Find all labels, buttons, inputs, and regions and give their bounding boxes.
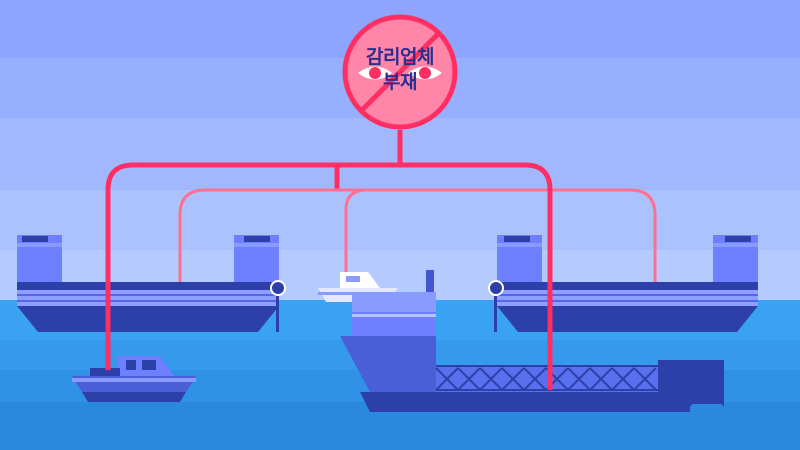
- badge-label-line2: 부재: [383, 71, 417, 93]
- cargo-ship-right: [488, 235, 758, 332]
- prohibition-icon: [342, 14, 458, 130]
- badge-label-line1: 감리업체: [366, 46, 434, 68]
- badge-label: 감리업체 부재: [345, 45, 455, 95]
- red-connector: [105, 162, 553, 390]
- cargo-ship-left: [17, 235, 286, 332]
- tanker-ship: [340, 270, 724, 414]
- pink-connector: [344, 188, 367, 290]
- eye-icon: [358, 66, 442, 80]
- sky-band: [0, 190, 800, 250]
- pink-connector: [178, 188, 657, 290]
- small-boat-near: [72, 356, 196, 402]
